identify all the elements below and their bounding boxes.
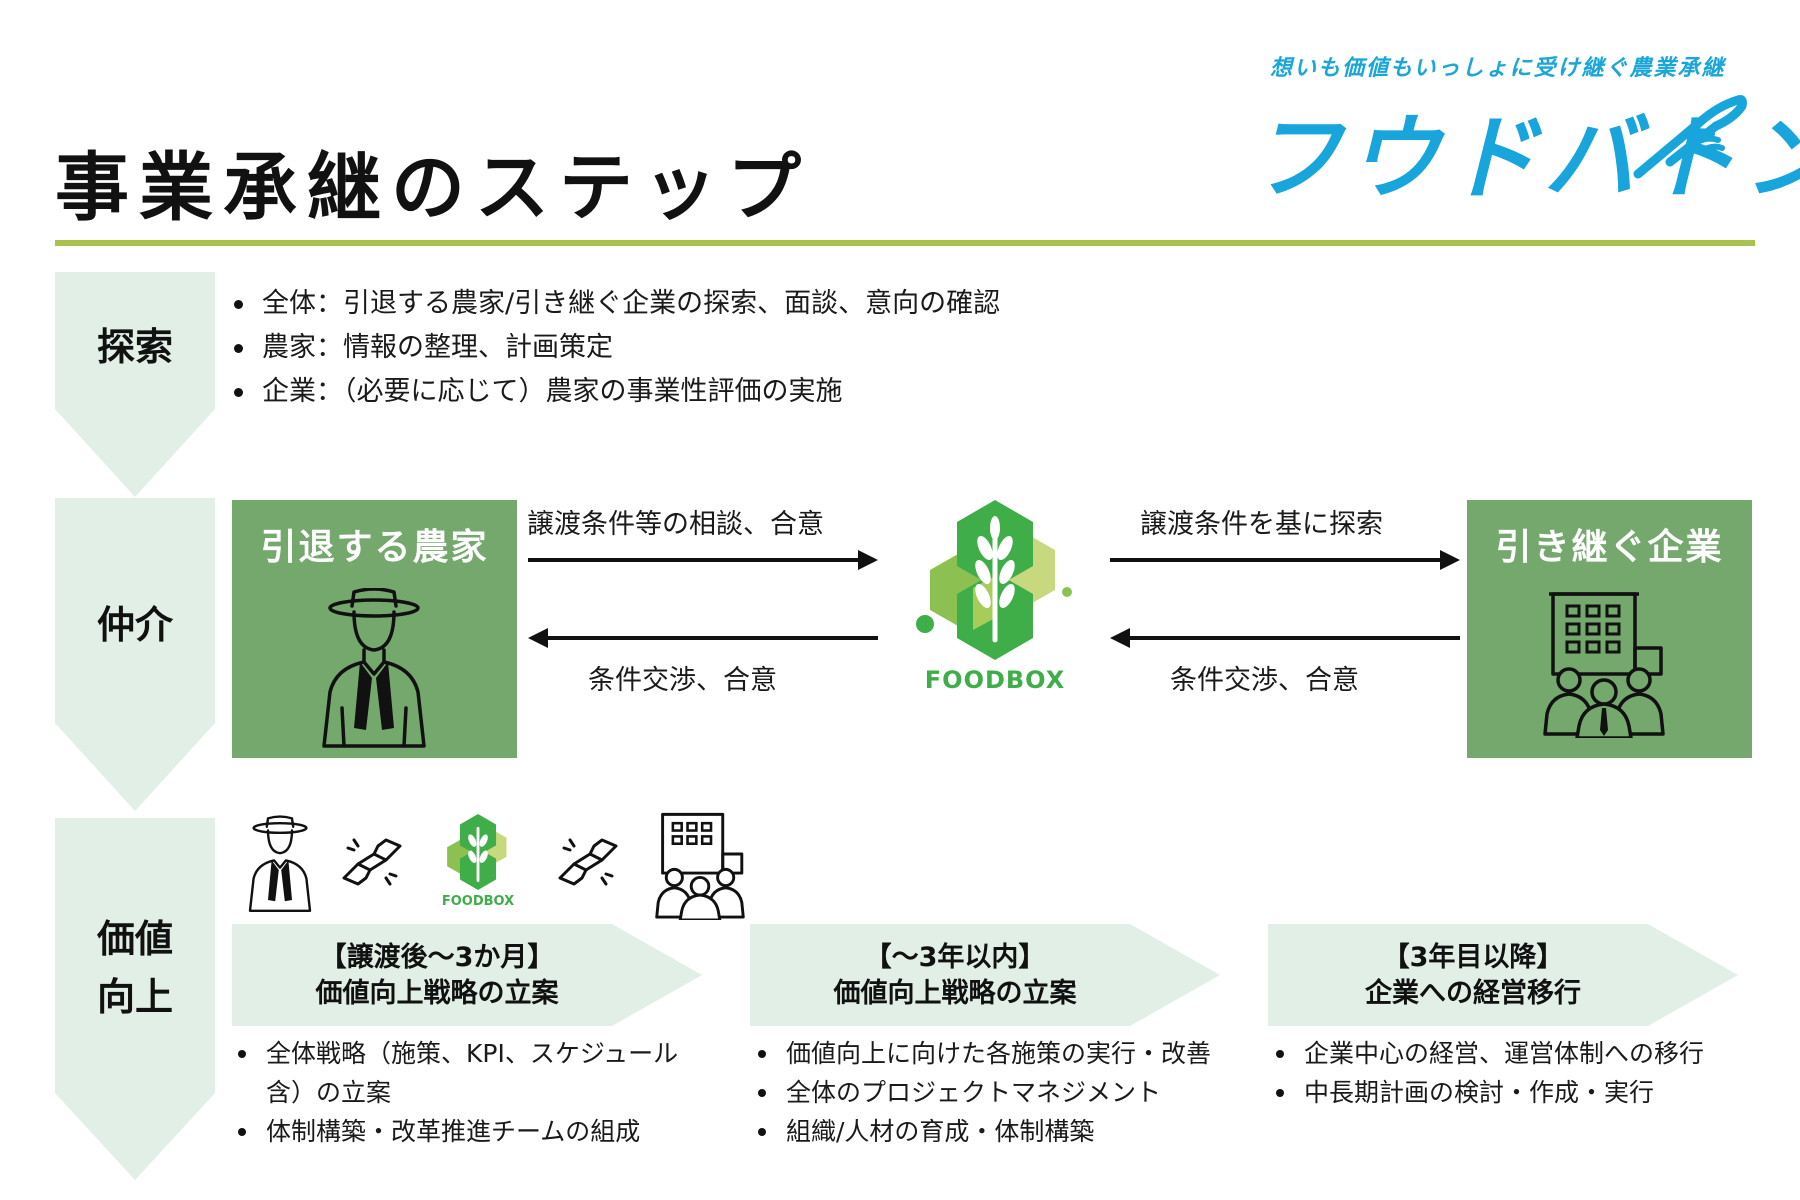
phase-2-bullet-list: 価値向上に向けた各施策の実行・改善 全体のプロジェクトマネジメント 組織/人材の… bbox=[752, 1034, 1211, 1151]
phase-2-arrow bbox=[750, 924, 1220, 1026]
handshake-icon bbox=[558, 838, 618, 886]
step-value-up-label: 価値 向上 bbox=[55, 910, 215, 1026]
company-small-icon bbox=[655, 812, 745, 920]
phase-2-period: 【～3年以内】 bbox=[864, 942, 1046, 973]
title-divider bbox=[55, 240, 1755, 246]
company-box: 引き継ぐ企業 bbox=[1467, 500, 1752, 758]
foodbox-small-logo-text: FOODBOX bbox=[441, 894, 515, 909]
arrow-foodbox-to-farmer bbox=[528, 628, 878, 648]
flow-label-farmer-top: 譲渡条件等の相談、合意 bbox=[527, 509, 824, 540]
phase-2-bullet: 全体のプロジェクトマネジメント bbox=[752, 1073, 1211, 1112]
phase-3-heading: 企業への経営移行 bbox=[1365, 978, 1581, 1009]
phase-3-title: 【3年目以降】 企業への経営移行 bbox=[1268, 940, 1678, 1012]
phase-1-bullet: 体制構築・改革推進チームの組成 bbox=[232, 1112, 678, 1151]
flow-label-company-top: 譲渡条件を基に探索 bbox=[1140, 509, 1383, 540]
arrow-farmer-to-foodbox bbox=[528, 550, 878, 570]
step-value-up-chevron bbox=[55, 818, 215, 1180]
flow-label-farmer-bottom: 条件交渉、合意 bbox=[588, 665, 777, 696]
phase-3-bullet-list: 企業中心の経営、運営体制への移行 中長期計画の検討・作成・実行 bbox=[1270, 1034, 1704, 1112]
explore-bullet: 農家：情報の整理、計画策定 bbox=[228, 326, 1000, 370]
page-title: 事業承継のステップ bbox=[55, 145, 811, 231]
company-title: 引き継ぐ企業 bbox=[1495, 527, 1724, 568]
phase-1-bullet-list: 全体戦略（施策、KPI、スケジュール 含）の立案 体制構築・改革推進チームの組成 bbox=[232, 1034, 678, 1151]
company-building-icon bbox=[1543, 592, 1665, 738]
foodbox-logo-text: FOODBOX bbox=[924, 666, 1066, 694]
arrow-foodbox-to-company bbox=[1110, 550, 1460, 570]
phase-1-arrow bbox=[232, 924, 702, 1026]
phase-3-bullet: 企業中心の経営、運営体制への移行 bbox=[1270, 1034, 1704, 1073]
phase-3-arrow bbox=[1268, 924, 1738, 1026]
phase-3-bullet: 中長期計画の検討・作成・実行 bbox=[1270, 1073, 1704, 1112]
foodbox-logo: FOODBOX bbox=[915, 500, 1075, 700]
foodbox-mark-icon bbox=[916, 500, 1072, 660]
step-mediation-label: 仲介 bbox=[96, 603, 173, 647]
phase-2-heading: 価値向上戦略の立案 bbox=[833, 978, 1077, 1009]
phase-1-period: 【譲渡後～3か月】 bbox=[319, 942, 555, 973]
arrow-company-to-foodbox bbox=[1110, 628, 1460, 648]
phase-1-bullet: 全体戦略（施策、KPI、スケジュール 含）の立案 bbox=[232, 1034, 678, 1112]
explore-bullet-list: 全体：引退する農家/引き継ぐ企業の探索、面談、意向の確認 農家：情報の整理、計画… bbox=[228, 282, 1000, 414]
brand-logo-text: フウドバトン bbox=[1250, 105, 1800, 212]
brand-tagline: 想いも価値もいっしょに受け継ぐ農業承継 bbox=[1270, 56, 1726, 81]
explore-bullet: 企業：（必要に応じて）農家の事業性評価の実施 bbox=[228, 370, 1000, 414]
handshake-icon bbox=[342, 838, 402, 886]
flow-label-company-bottom: 条件交渉、合意 bbox=[1170, 665, 1359, 696]
foodbox-small-mark-icon bbox=[447, 814, 507, 890]
step-value-up-label-line2: 向上 bbox=[96, 975, 173, 1019]
step-value-up-label-line1: 価値 bbox=[96, 917, 173, 961]
farmer-small-icon bbox=[248, 815, 312, 912]
phase-1-title: 【譲渡後～3か月】 価値向上戦略の立案 bbox=[232, 940, 642, 1012]
farmer-box: 引退する農家 bbox=[232, 500, 517, 758]
phase-1-heading: 価値向上戦略の立案 bbox=[315, 978, 559, 1009]
step-explore-label: 探索 bbox=[96, 325, 173, 369]
phase-1-bullet-1-line2: 含）の立案 bbox=[266, 1078, 392, 1107]
farmer-title: 引退する農家 bbox=[260, 527, 489, 568]
phase-2-title: 【～3年以内】 価値向上戦略の立案 bbox=[750, 940, 1160, 1012]
phase-2-bullet: 価値向上に向けた各施策の実行・改善 bbox=[752, 1034, 1211, 1073]
step-explore-chevron bbox=[55, 272, 215, 497]
farmer-icon bbox=[322, 588, 426, 748]
phase-1-bullet-1-line1: 全体戦略（施策、KPI、スケジュール bbox=[266, 1039, 679, 1068]
phase-2-bullet: 組織/人材の育成・体制構築 bbox=[752, 1112, 1211, 1151]
step-mediation-chevron bbox=[55, 498, 215, 811]
explore-bullet: 全体：引退する農家/引き継ぐ企業の探索、面談、意向の確認 bbox=[228, 282, 1000, 326]
baton-hand-icon bbox=[1633, 95, 1747, 179]
phase-3-period: 【3年目以降】 bbox=[1382, 942, 1564, 973]
